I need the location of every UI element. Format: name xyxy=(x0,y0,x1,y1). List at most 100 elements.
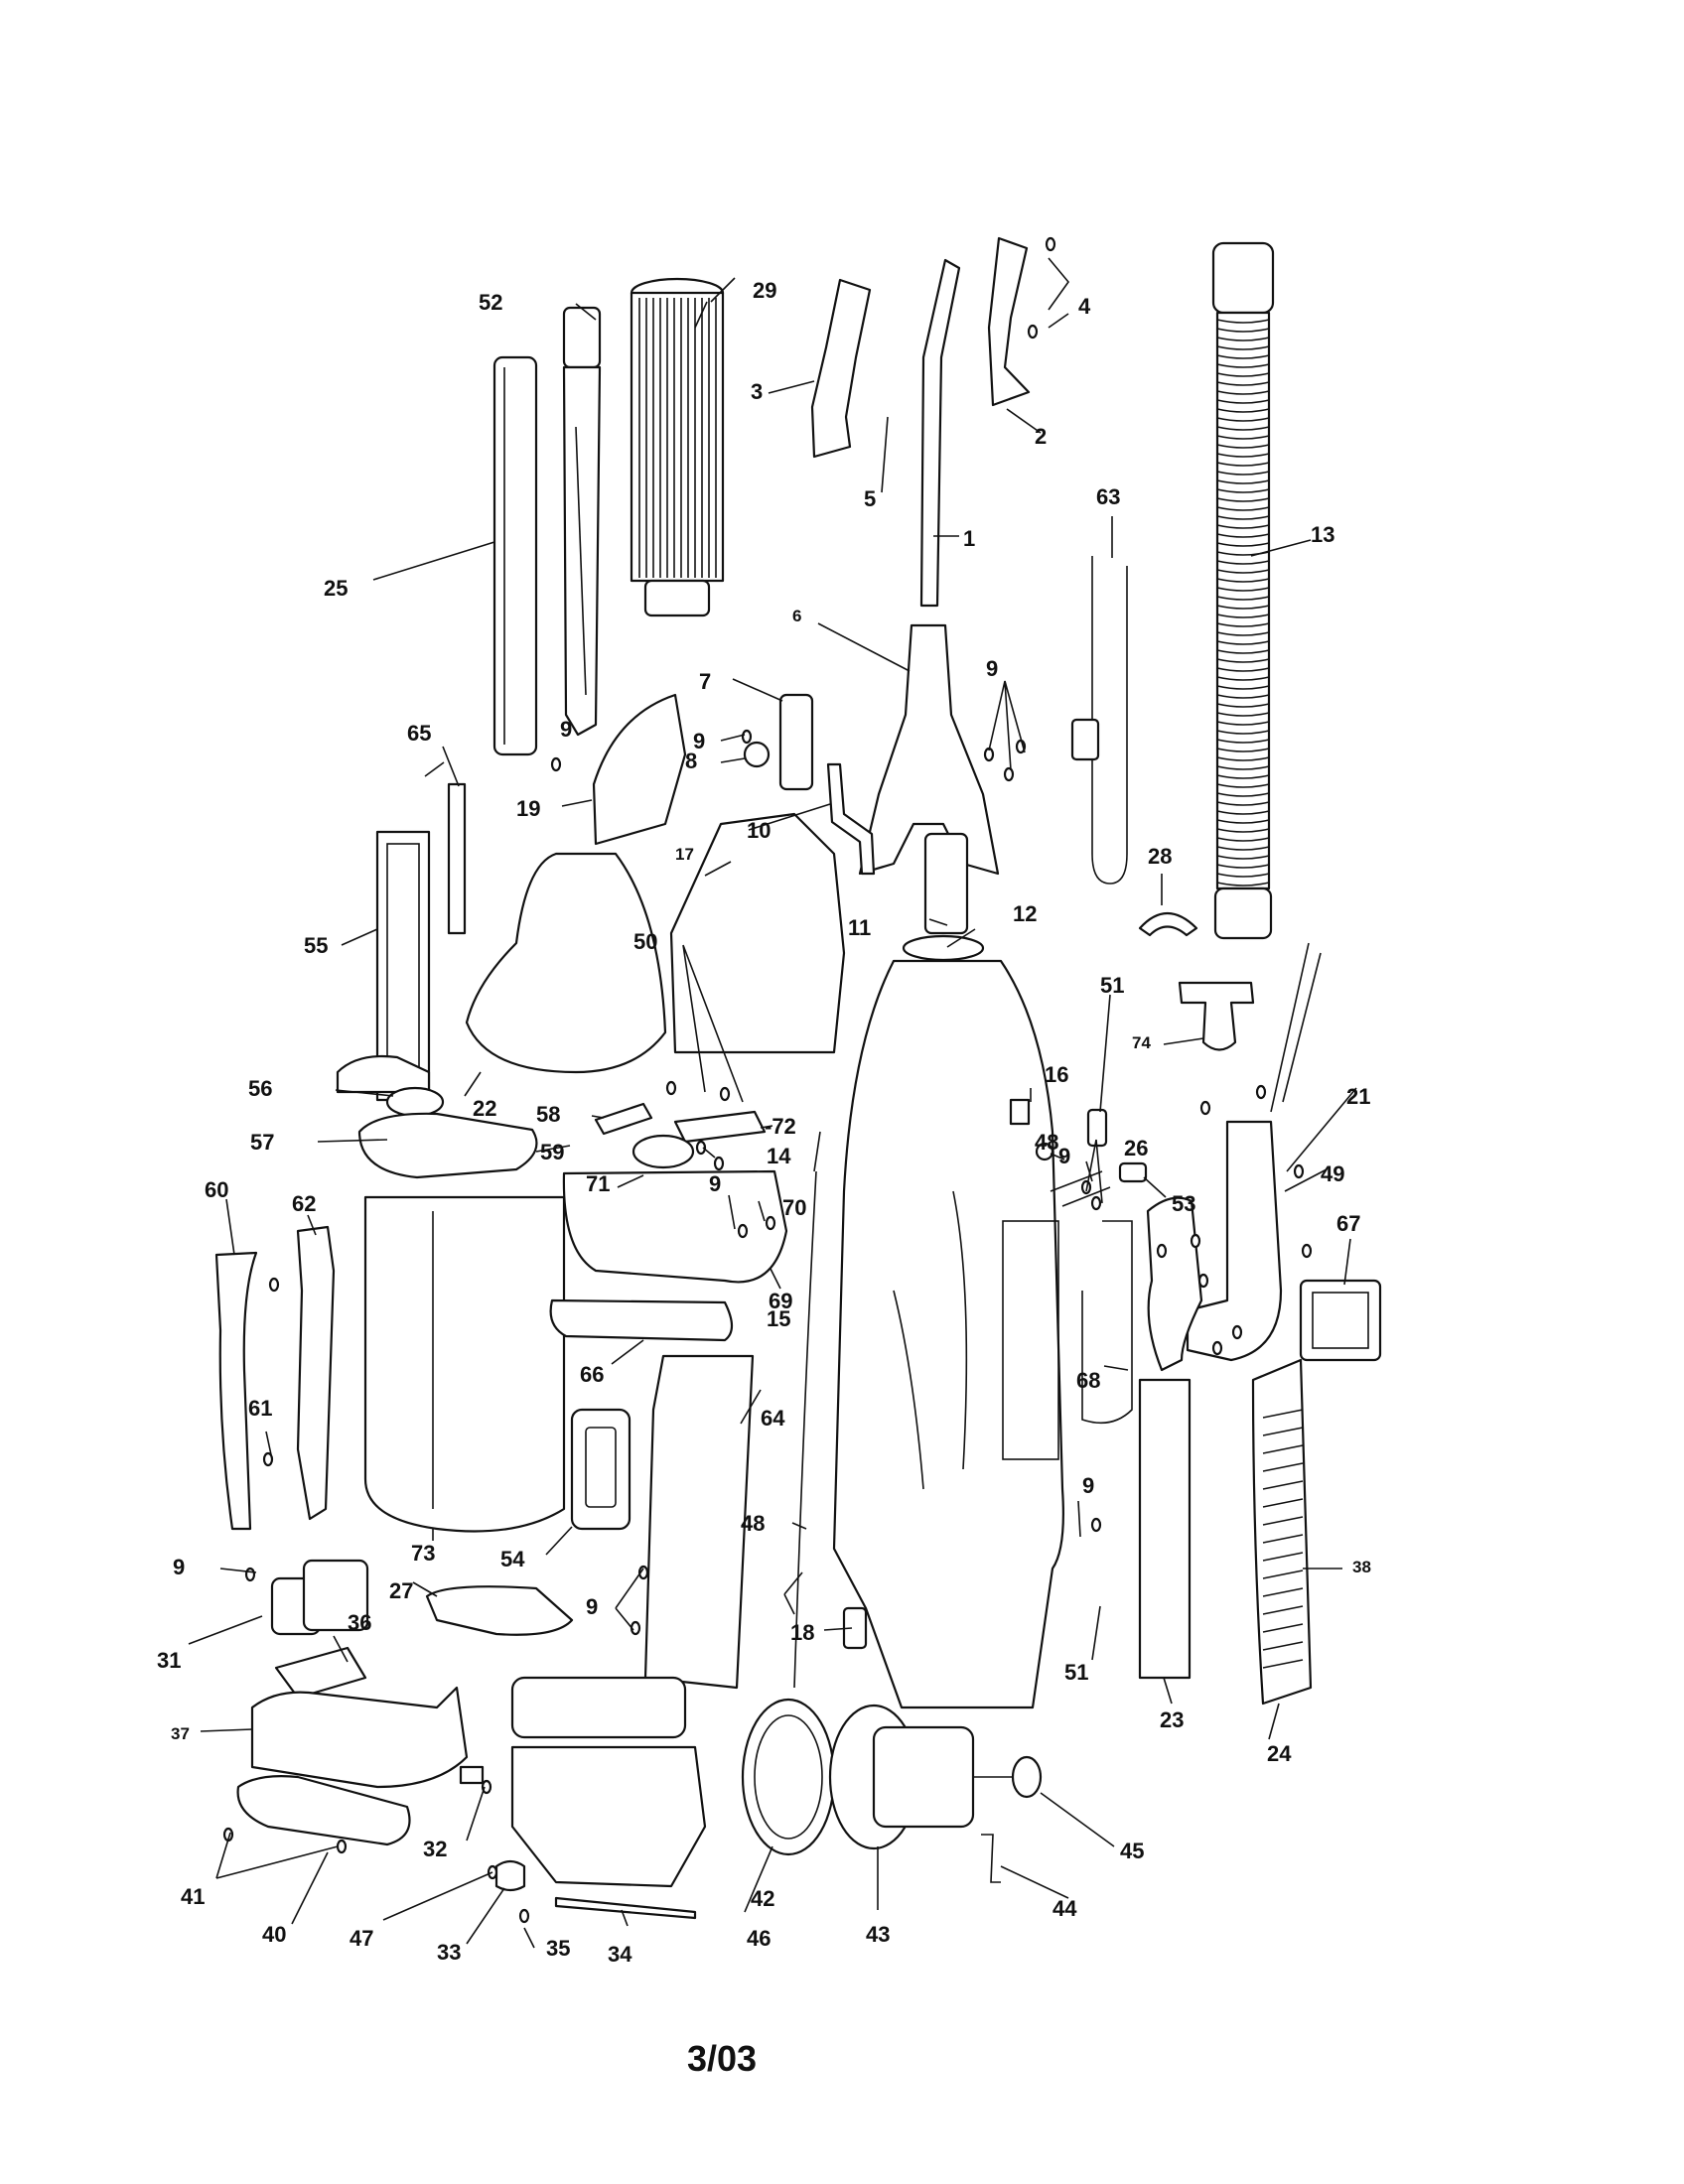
hose-rib xyxy=(1216,605,1270,610)
label-42: 42 xyxy=(751,1886,774,1911)
screw xyxy=(550,756,562,772)
hose-rib xyxy=(1216,658,1270,663)
part-15-cable xyxy=(793,1170,817,1689)
part-25-wand-tube xyxy=(492,355,538,756)
part-28-cord-clip xyxy=(1138,912,1198,937)
label-53: 53 xyxy=(1172,1191,1195,1216)
label-9-a: 9 xyxy=(986,656,998,681)
part-55-filter-door xyxy=(336,830,431,1102)
hose-rib xyxy=(1216,488,1270,493)
screw xyxy=(1156,1243,1168,1259)
part-66-dirt-cup-top xyxy=(549,1298,734,1342)
part-73-dirt-cup xyxy=(363,1195,566,1533)
part-6-handle-base xyxy=(858,623,1000,876)
cover-vent xyxy=(1262,1587,1304,1597)
cover-vent xyxy=(1262,1552,1304,1562)
cover-vent xyxy=(1262,1498,1304,1508)
hose-rib xyxy=(1216,453,1270,458)
hose-rib xyxy=(1216,560,1270,565)
hose-rib xyxy=(1216,864,1270,869)
cover-vent xyxy=(1262,1409,1304,1419)
part-21-duct xyxy=(1186,1120,1283,1362)
hose-rib xyxy=(1216,846,1270,851)
part-48-grommet xyxy=(1035,1142,1054,1161)
part-52-crevice-tool xyxy=(562,306,602,737)
hose-rib xyxy=(1216,801,1270,806)
hose-rib xyxy=(1216,685,1270,690)
part-56-cap xyxy=(385,1086,445,1118)
label-45: 45 xyxy=(1120,1839,1144,1863)
part-65-gasket-strip xyxy=(447,782,467,935)
part-10-release-pedal xyxy=(826,762,876,876)
part-33-bearing xyxy=(494,1859,526,1892)
hose-rib xyxy=(1216,837,1270,842)
part-17-upper-housing xyxy=(669,812,846,1054)
label-5: 5 xyxy=(864,486,876,511)
part-44-brush xyxy=(981,1834,1001,1883)
label-55: 55 xyxy=(304,933,328,958)
hose-rib xyxy=(1216,631,1270,636)
label-21: 21 xyxy=(1346,1084,1370,1109)
hose-rib xyxy=(1216,622,1270,627)
part-60-side-trim xyxy=(214,1251,258,1531)
label-7: 7 xyxy=(699,669,711,694)
label-17: 17 xyxy=(675,845,694,864)
label-31: 31 xyxy=(157,1648,181,1673)
part-19-hose-connector xyxy=(592,693,687,846)
hose-rib xyxy=(1216,694,1270,699)
label-15: 15 xyxy=(767,1306,790,1331)
label-61: 61 xyxy=(248,1396,272,1421)
part-70-separator-housing xyxy=(562,1169,788,1284)
hose-rib xyxy=(1216,381,1270,386)
screw xyxy=(1197,1273,1209,1289)
label-33: 33 xyxy=(437,1940,461,1965)
part-64-rear-panel xyxy=(643,1354,755,1690)
part-68-wire xyxy=(1081,1220,1133,1425)
part-63-power-cord xyxy=(1070,556,1128,885)
hose-rib xyxy=(1216,345,1270,350)
part-53-bulb xyxy=(1118,1161,1148,1183)
part-12-bearing xyxy=(902,934,985,962)
cover-vent xyxy=(1262,1623,1304,1633)
screw xyxy=(765,1215,776,1231)
label-9-c: 9 xyxy=(560,717,572,742)
label-28: 28 xyxy=(1148,844,1172,869)
label-59: 59 xyxy=(540,1140,564,1164)
part-72-latch-bracket xyxy=(673,1110,767,1144)
label-58: 58 xyxy=(536,1102,560,1127)
hose-rib xyxy=(1216,855,1270,860)
hose-rib xyxy=(1216,774,1270,779)
part-32-tab xyxy=(459,1765,485,1785)
cover-vent xyxy=(1262,1444,1304,1454)
hose-rib xyxy=(1216,756,1270,761)
screw xyxy=(737,1223,749,1239)
part-1-handle-tube xyxy=(919,258,961,608)
hose-rib xyxy=(1216,614,1270,618)
screw xyxy=(1301,1243,1313,1259)
label-46: 46 xyxy=(747,1926,771,1951)
label-47: 47 xyxy=(350,1926,373,1951)
hose-rib xyxy=(1216,515,1270,520)
part-38-rear-cover xyxy=(1251,1358,1313,1706)
screw xyxy=(1211,1340,1223,1356)
label-9-e: 9 xyxy=(709,1171,721,1196)
hose-rib xyxy=(1216,578,1270,583)
date-code: 3/03 xyxy=(687,2038,757,2079)
part-46-base-housing xyxy=(510,1676,707,1888)
hose-rib xyxy=(1216,363,1270,368)
label-40: 40 xyxy=(262,1922,286,1947)
hose-rib xyxy=(1216,471,1270,476)
part-58-latch xyxy=(594,1102,653,1136)
hose-rib xyxy=(1216,533,1270,538)
hose-rib xyxy=(1216,667,1270,672)
screw xyxy=(1003,766,1015,782)
part-27-gasket-ring xyxy=(425,1585,574,1636)
part-36-filter-pad xyxy=(274,1646,367,1700)
label-65: 65 xyxy=(407,721,431,746)
label-2: 2 xyxy=(1035,424,1047,449)
cover-vent xyxy=(1262,1516,1304,1526)
hose-rib xyxy=(1216,569,1270,574)
hose-rib xyxy=(1216,703,1270,708)
hose-rib xyxy=(1216,435,1270,440)
